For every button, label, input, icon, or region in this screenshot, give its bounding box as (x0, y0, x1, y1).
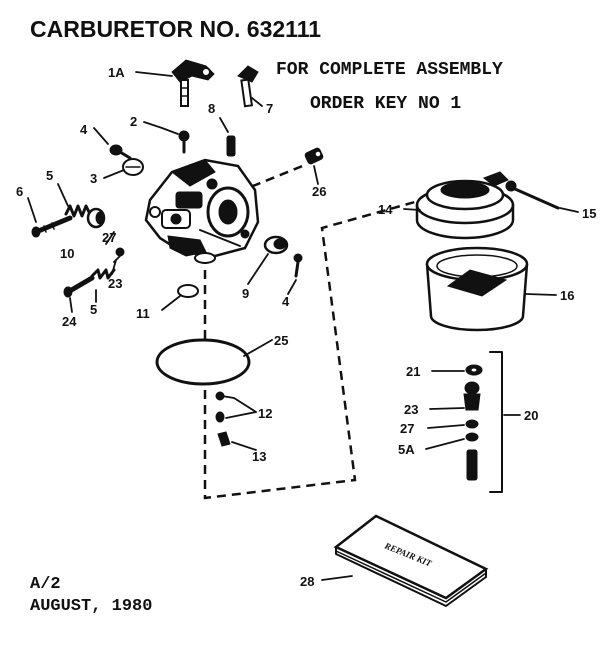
part-27-washer-right (465, 419, 479, 429)
leader-lines (27, 71, 579, 581)
callout-15: 15 (582, 206, 596, 221)
part-4-right-screw (293, 253, 303, 278)
part-14-primer-bulb (415, 171, 515, 240)
page-title: CARBURETOR NO. 632111 (30, 16, 321, 42)
callout-9: 9 (242, 286, 249, 301)
callout-12: 12 (258, 406, 272, 421)
part-15-screw (505, 180, 560, 210)
callout-20: 20 (524, 408, 538, 423)
part-9-bowl-nut (263, 235, 289, 255)
part-13-pin (217, 431, 231, 447)
part-23-jet (463, 381, 481, 411)
part-2-screw (178, 130, 190, 154)
callout-6: 6 (16, 184, 23, 199)
callout-7: 7 (266, 101, 273, 116)
callout-16: 16 (560, 288, 574, 303)
assembly-note-line-2: ORDER KEY NO 1 (310, 94, 461, 114)
part-7-choke-shaft (237, 65, 259, 108)
callout-labels: 1A 2 4 3 7 8 6 5 26 27 10 23 5 24 11 9 4… (16, 65, 596, 589)
callout-28: 28 (300, 574, 314, 589)
revision-date: AUGUST, 1980 (30, 597, 152, 616)
assembly-guide-lines (203, 163, 441, 500)
assembly-note-line-1: FOR COMPLETE ASSEMBLY (276, 60, 503, 80)
part-21-washer (465, 364, 483, 376)
part-26-fitting (304, 147, 324, 165)
callout-4-upper: 4 (80, 122, 88, 137)
callout-3: 3 (90, 171, 97, 186)
callout-4-right: 4 (282, 294, 290, 309)
callout-13: 13 (252, 449, 266, 464)
part-1a-throttle-lever (171, 59, 215, 107)
callout-10: 10 (60, 246, 74, 261)
carburetor-body (144, 158, 260, 264)
revision-code: A/2 (30, 575, 61, 594)
group-20-bracket (489, 351, 503, 493)
callout-5-upper: 5 (46, 168, 53, 183)
callout-25: 25 (274, 333, 288, 348)
part-16-float-bowl (425, 246, 529, 332)
callout-23-left: 23 (108, 276, 122, 291)
part-27-washer-left (115, 247, 125, 257)
callout-5-lower: 5 (90, 302, 97, 317)
part-28-repair-kit-booklet: REPAIR KIT (333, 514, 489, 607)
callout-2: 2 (130, 114, 137, 129)
callout-21: 21 (406, 364, 420, 379)
part-25-bowl-gasket (155, 338, 251, 386)
callout-14: 14 (378, 202, 393, 217)
part-4-upper-screw (109, 144, 132, 160)
part-5-spring-upper (64, 204, 92, 218)
callout-26: 26 (312, 184, 326, 199)
part-3-throttle-plate (122, 158, 144, 176)
callout-27-left: 27 (102, 230, 116, 245)
part-5a-bowl-screw (465, 432, 479, 481)
callout-23-right: 23 (404, 402, 418, 417)
callout-11: 11 (136, 306, 150, 321)
part-24-needle-screw (63, 275, 95, 298)
part-5-spring-lower (90, 268, 116, 280)
part-8-spring (226, 135, 236, 157)
callout-27-right: 27 (400, 421, 414, 436)
callout-1a: 1A (108, 65, 125, 80)
callout-24: 24 (62, 314, 77, 329)
part-10-plug (86, 207, 106, 229)
callout-8: 8 (208, 101, 215, 116)
part-6-long-screw (31, 215, 73, 238)
callout-5a: 5A (398, 442, 415, 457)
part-11-seat (177, 284, 199, 298)
